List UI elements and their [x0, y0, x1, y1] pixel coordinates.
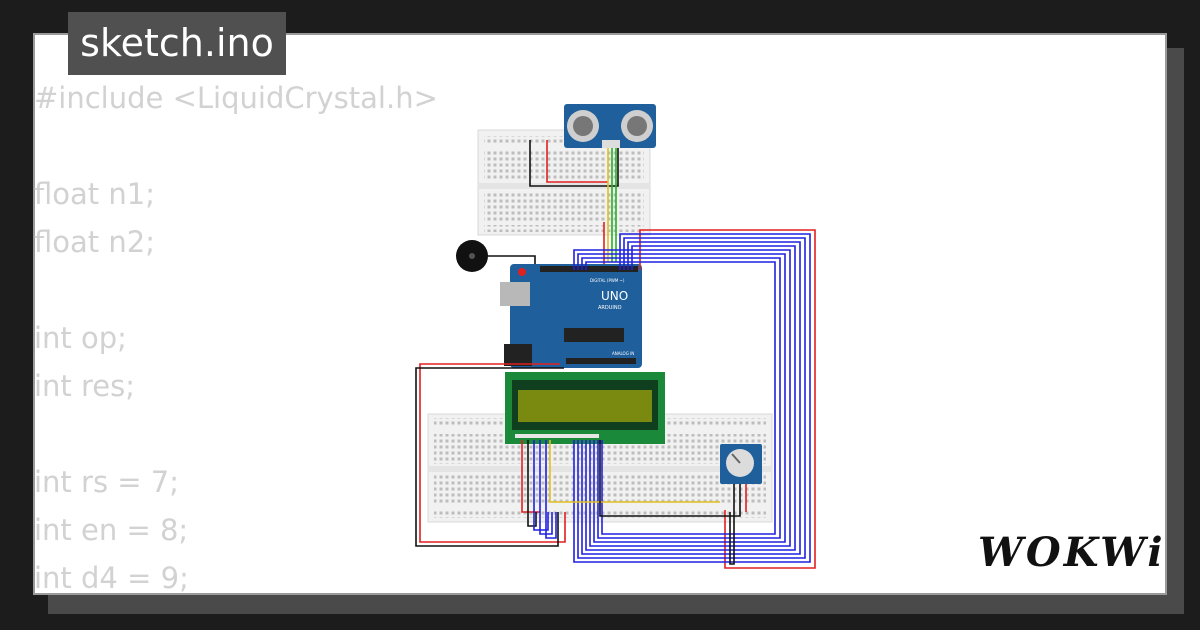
code-line: int rs = 7; — [34, 465, 180, 499]
ultrasonic-sensor — [564, 104, 656, 148]
code-line: #include <LiquidCrystal.h> — [34, 81, 438, 115]
code-line: float n1; — [34, 177, 155, 211]
digital-label: DIGITAL (PWM ~) — [590, 278, 625, 283]
top-wires — [529, 140, 619, 268]
code-line: int op; — [34, 321, 127, 355]
arduino-label: UNO — [601, 289, 628, 303]
code-line: int en = 8; — [34, 513, 189, 547]
analog-label: ANALOG IN — [612, 351, 634, 356]
code-line: int res; — [34, 369, 136, 403]
potentiometer — [720, 444, 762, 484]
arduino-uno: UNO ARDUINO DIGITAL (PWM ~) ANALOG IN — [500, 264, 642, 368]
code-line: int d4 = 9; — [34, 561, 189, 595]
arduino-sublabel: ARDUINO — [598, 305, 622, 311]
filename-tab: sketch.ino — [68, 12, 286, 75]
code-line: float n2; — [34, 225, 155, 259]
code-preview: #include <LiquidCrystal.h> float n1; float… — [34, 74, 438, 602]
circuit-wires — [415, 229, 816, 569]
lcd-16x2 — [505, 372, 665, 444]
wokwi-logo: WOKWi — [978, 529, 1166, 576]
